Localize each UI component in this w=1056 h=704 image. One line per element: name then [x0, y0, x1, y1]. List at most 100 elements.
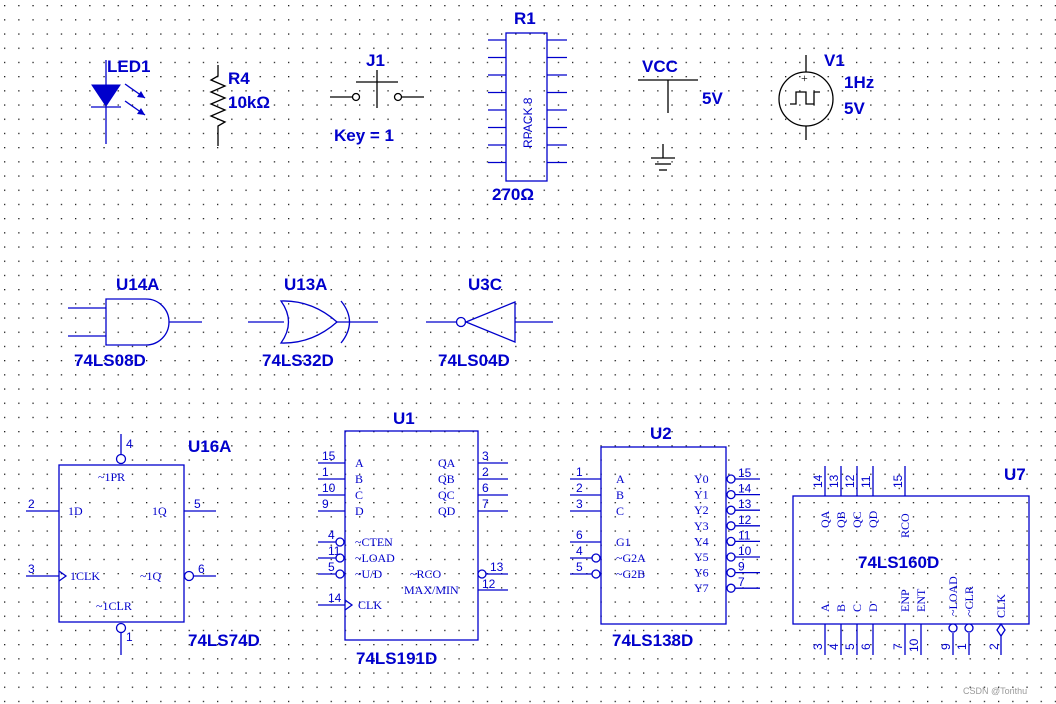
u7-ref-label: U7	[1004, 465, 1026, 484]
u1-pin-label: D	[355, 504, 364, 518]
ground-symbol[interactable]	[651, 144, 675, 171]
u1-ref-label: U1	[393, 409, 415, 428]
u1-pin-label: ~LOAD	[355, 551, 395, 565]
u7-pin-label: B	[834, 604, 848, 612]
u7-counter-component[interactable]: U7 14QA13QB12QC11QD15RCO3A4B5C6D7ENP10EN…	[792, 465, 1030, 655]
u2-pin-number: 12	[738, 513, 752, 527]
vcc-ref-label: VCC	[642, 57, 678, 76]
u7-pin-label: D	[866, 603, 880, 612]
u2-ref-label: U2	[650, 424, 672, 443]
u1-pin-number: 12	[482, 577, 496, 591]
rpack-ref-label: R1	[514, 9, 536, 28]
clock-source-component[interactable]: V1 + 1Hz 5V	[778, 51, 874, 140]
u2-pin-number: 1	[576, 465, 583, 479]
u1-pin-label: ~CTEN	[355, 535, 393, 549]
flipflop-ref-label: U16A	[188, 437, 231, 456]
watermark: CSDN @Tonthu	[963, 686, 1027, 696]
u2-pin-bubble	[591, 553, 601, 563]
u7-pin-label: RCO	[898, 513, 912, 538]
u7-pin-label: ENP	[898, 589, 912, 612]
u1-pin-label: C	[355, 488, 363, 502]
resistor-value-label: 10kΩ	[228, 93, 270, 112]
u2-pin-label: C	[616, 504, 624, 518]
vcc-component[interactable]: VCC 5V	[638, 57, 723, 113]
u7-pin-number: 11	[859, 475, 873, 488]
and-gate-body	[105, 298, 170, 346]
rpack-component[interactable]: R1 RPACK 8 270Ω	[488, 9, 567, 204]
clock-ref-label: V1	[824, 51, 845, 70]
clock-volt-label: 5V	[844, 99, 865, 118]
u2-pin-bubble	[726, 567, 736, 578]
or-gate-component[interactable]: U13A 74LS32D	[248, 275, 378, 370]
u1-pin-number: 6	[482, 481, 489, 495]
u2-pin-label: Y5	[694, 550, 709, 564]
u7-pin-number: 2	[987, 643, 1001, 650]
u7-pin-label: A	[818, 603, 832, 612]
svg-text:+: +	[801, 71, 808, 85]
ff-pin-clr-label: ~1CLR	[96, 599, 132, 613]
u1-pin-number: 13	[490, 560, 504, 574]
svg-text:5: 5	[194, 497, 201, 511]
svg-text:1: 1	[126, 630, 133, 644]
inverter-component[interactable]: U3C 74LS04D	[426, 275, 553, 370]
u1-pin-label: ~RCO	[410, 567, 442, 581]
u7-pin-label: CLK	[994, 594, 1008, 618]
u2-pin-label: Y6	[694, 566, 709, 580]
ff-pin-clk-label: 1CLK	[70, 569, 100, 583]
flipflop-part-label: 74LS74D	[188, 631, 260, 650]
u7-pin-label: ENT	[914, 588, 928, 612]
switch-ref-label: J1	[366, 51, 385, 70]
ff-pin-q-label: 1Q	[152, 504, 167, 518]
inverter-part-label: 74LS04D	[438, 351, 510, 370]
u2-pin-number: 11	[738, 528, 751, 542]
u1-pin-label: ~U/D	[355, 567, 382, 581]
rpack-part-label: RPACK 8	[521, 97, 535, 148]
u1-pin-label: MAX/MIN	[404, 583, 459, 597]
u1-pin-number: 5	[328, 560, 335, 574]
u2-pin-number: 9	[738, 560, 745, 574]
and-gate-component[interactable]: U14A 74LS08D	[68, 275, 202, 370]
u2-pin-label: Y1	[694, 488, 709, 502]
u2-pin-bubble	[726, 474, 736, 484]
u2-pin-label: G1	[616, 535, 631, 549]
svg-text:3: 3	[28, 562, 35, 576]
clock-freq-label: 1Hz	[844, 73, 874, 92]
u1-pin-number: 3	[482, 449, 489, 463]
led-component[interactable]: LED1	[91, 57, 150, 144]
ff-pin-qn-label: ~1Q	[140, 569, 161, 583]
u2-pin-number: 5	[576, 560, 583, 574]
u7-pin-label: C	[850, 604, 864, 612]
flipflop-component[interactable]: U16A 4 ~1PR 2 1D 5 1Q 3 1CLK 6 ~1Q ~1CLR…	[26, 434, 260, 655]
u2-pin-number: 2	[576, 481, 583, 495]
u1-pin-number: 10	[322, 481, 336, 495]
u2-pin-bubble	[726, 521, 736, 531]
u7-pin-number: 13	[827, 474, 841, 488]
u7-pin-label: QC	[850, 511, 864, 528]
u2-pin-bubble	[726, 552, 736, 562]
svg-text:2: 2	[28, 497, 35, 511]
u7-pin-label: QD	[866, 510, 880, 528]
u2-pin-bubble	[726, 505, 736, 515]
u1-pin-number: 15	[322, 449, 336, 463]
u2-pin-label: B	[616, 488, 624, 502]
switch-key-label: Key = 1	[334, 126, 394, 145]
u1-part-label: 74LS191D	[356, 649, 437, 668]
u2-pin-label: Y3	[694, 519, 709, 533]
u1-pin-label: QC	[438, 488, 455, 502]
switch-component[interactable]: J1 Key = 1	[330, 51, 424, 145]
rpack-value-label: 270Ω	[492, 185, 534, 204]
u2-pin-bubble	[726, 583, 736, 593]
u2-pin-bubble	[726, 489, 736, 500]
u2-pin-number: 6	[576, 528, 583, 542]
resistor-component[interactable]: R4 10kΩ	[209, 65, 270, 146]
u7-pin-number: 4	[827, 643, 841, 650]
u1-pin-bubble	[335, 537, 345, 547]
u2-pin-number: 13	[738, 497, 752, 511]
svg-text:4: 4	[126, 437, 133, 451]
u7-pin-number: 10	[907, 638, 921, 652]
led-diode-triangle	[91, 84, 121, 107]
